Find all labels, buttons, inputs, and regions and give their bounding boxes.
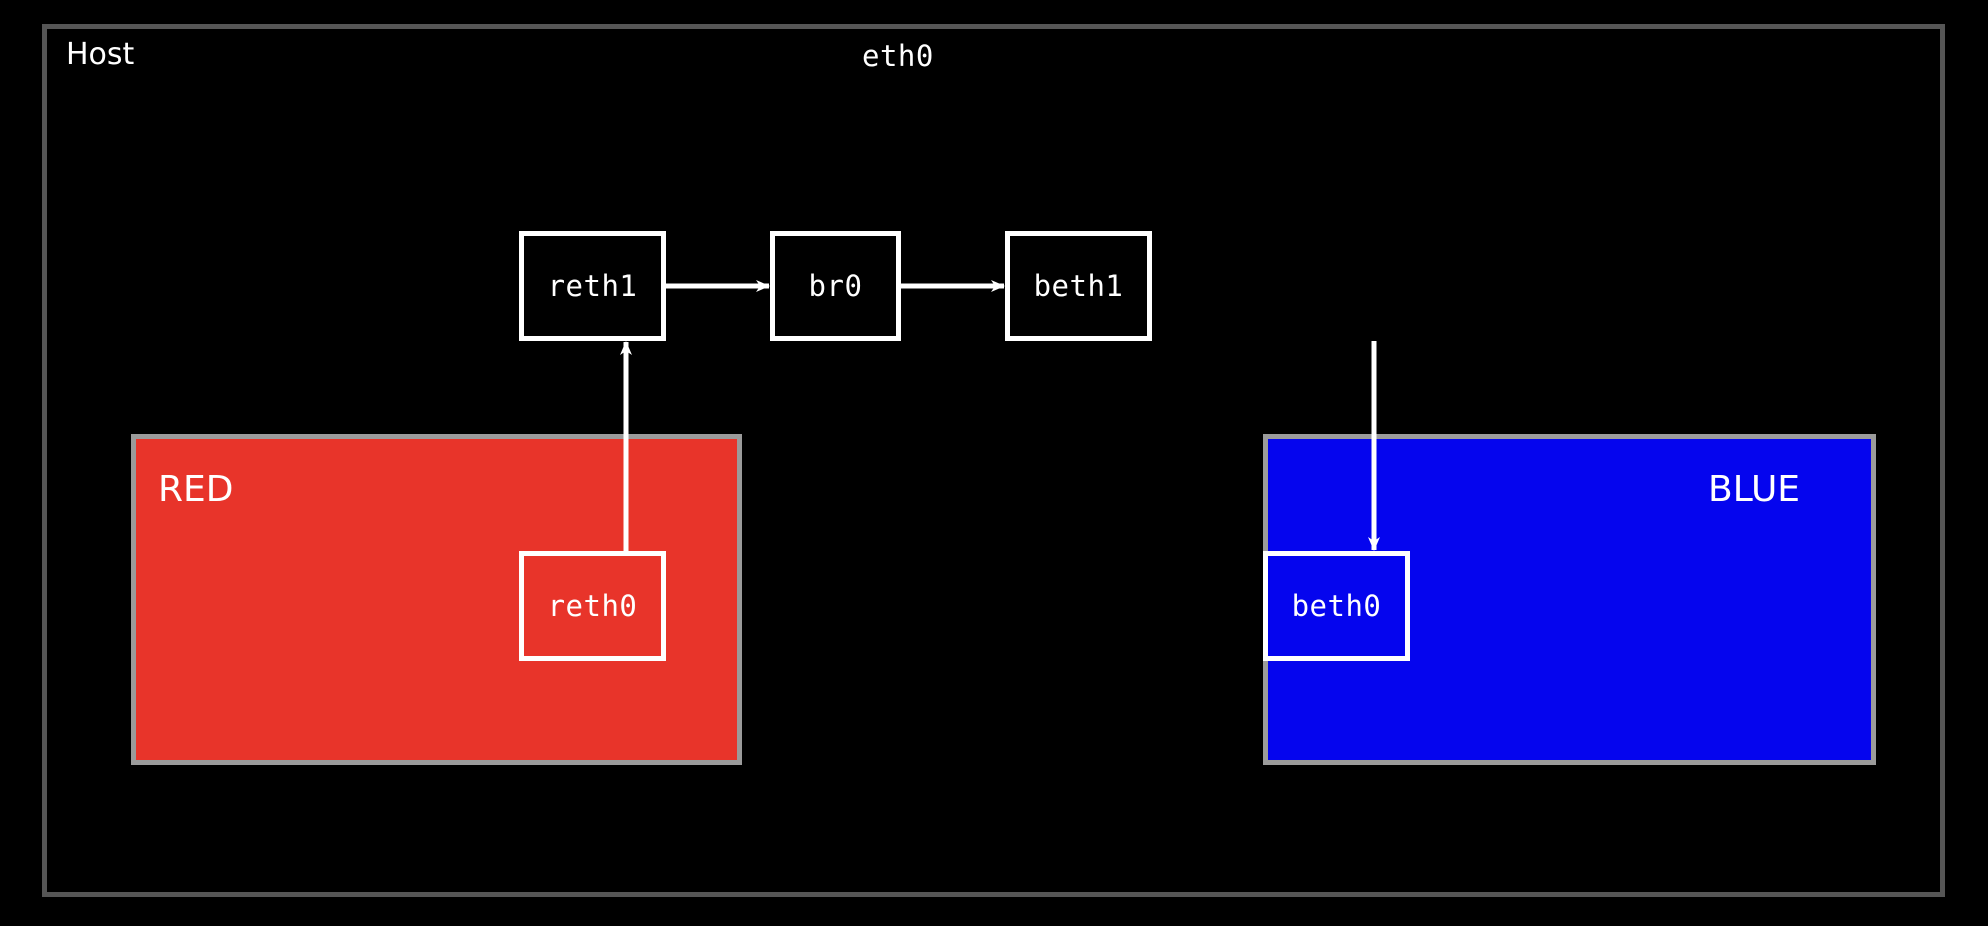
node-br0[interactable]: br0 xyxy=(770,231,901,341)
host-interface-label-eth0: eth0 xyxy=(862,39,934,73)
node-reth1[interactable]: reth1 xyxy=(519,231,666,341)
node-beth0-label: beth0 xyxy=(1291,589,1382,623)
node-reth1-label: reth1 xyxy=(547,269,638,303)
namespace-red-label: RED xyxy=(158,469,234,510)
node-beth1[interactable]: beth1 xyxy=(1005,231,1152,341)
node-reth0-label: reth0 xyxy=(547,589,638,623)
node-beth1-label: beth1 xyxy=(1033,269,1124,303)
namespace-blue-label: BLUE xyxy=(1708,469,1801,510)
node-reth0[interactable]: reth0 xyxy=(519,551,666,661)
host-label: Host xyxy=(66,37,135,72)
node-beth0[interactable]: beth0 xyxy=(1263,551,1410,661)
node-br0-label: br0 xyxy=(808,269,863,303)
